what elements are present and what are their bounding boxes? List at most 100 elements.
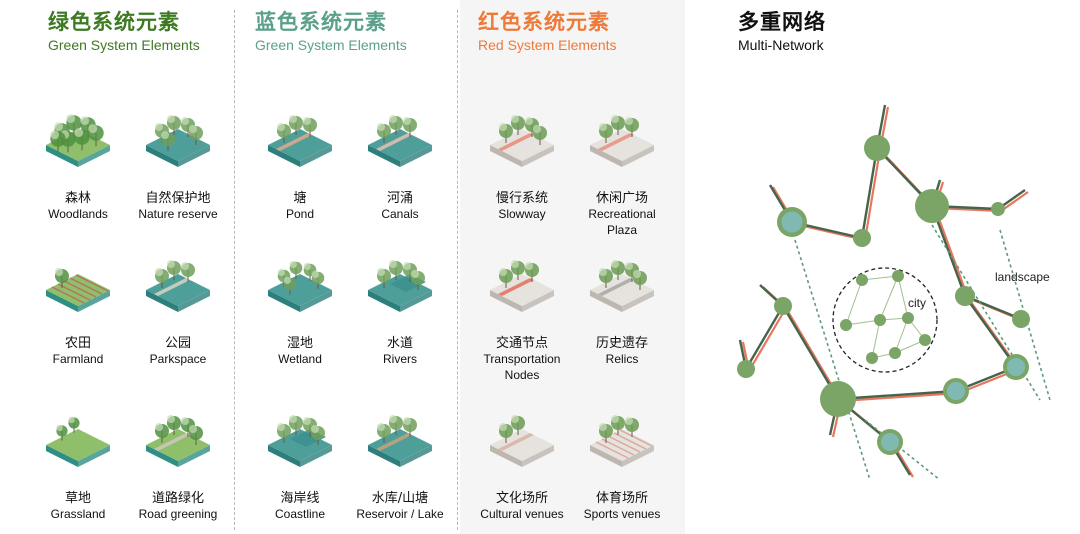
grassland-icon xyxy=(46,416,110,467)
green-system-title-cn: 绿色系统元素 xyxy=(48,10,180,34)
item-label-cn: 河涌 xyxy=(386,191,413,206)
item-label-cn: 塘 xyxy=(293,191,307,206)
red-system-title-en: Red System Elements xyxy=(478,37,617,53)
item-label-en: Sports venues xyxy=(583,507,661,521)
wetland-icon xyxy=(268,260,332,312)
item-label-en: Farmland xyxy=(52,352,104,366)
item-label-en: Coastline xyxy=(274,507,326,521)
city-boundary xyxy=(832,267,938,373)
item-label-cn: 海岸线 xyxy=(280,491,320,506)
item-label-cn: 草地 xyxy=(64,491,91,506)
item-label-en: Transportation Nodes xyxy=(483,352,561,382)
farmland-icon xyxy=(46,268,110,312)
city-node xyxy=(874,314,886,326)
item-label-cn: 慢行系统 xyxy=(495,191,548,206)
slowway-icon xyxy=(490,115,554,167)
item-label-cn: 历史遗存 xyxy=(595,336,648,351)
item-label-cn: 体育场所 xyxy=(595,491,648,506)
network-node xyxy=(991,202,1005,216)
item-label-cn: 公园 xyxy=(164,336,191,351)
city-node xyxy=(892,270,904,282)
multi-network-column: 多重网络 Multi-Network city landscape xyxy=(700,0,1080,534)
city-node xyxy=(902,312,914,324)
network-node xyxy=(1012,310,1030,328)
item-label-en: Pond xyxy=(285,207,315,221)
landscape-label: landscape xyxy=(995,270,1050,284)
city-label: city xyxy=(908,296,926,310)
park-icon xyxy=(146,260,210,312)
pond-icon xyxy=(268,115,332,167)
item-label-en: Recreational Plaza xyxy=(588,207,656,237)
sports-venue-icon xyxy=(590,415,654,467)
item-label-en: Woodlands xyxy=(48,207,108,221)
item-label-en: Wetland xyxy=(278,352,322,366)
coastline-icon xyxy=(268,415,332,467)
network-link xyxy=(744,305,785,370)
item-label-en: Rivers xyxy=(382,352,417,366)
network-node xyxy=(820,381,856,417)
item-label-en: Road greening xyxy=(138,507,218,521)
green-system-title-en: Green System Elements xyxy=(48,37,200,53)
multi-network-diagram xyxy=(737,104,1051,481)
item-label-cn: 自然保护地 xyxy=(145,191,211,206)
item-label-cn: 休闲广场 xyxy=(595,191,648,206)
blue-system-title-cn: 蓝色系统元素 xyxy=(255,10,387,34)
item-label-cn: 水库/山塘 xyxy=(371,491,429,506)
item-label-en: Nature reserve xyxy=(138,207,218,221)
item-label-cn: 森林 xyxy=(64,191,91,206)
network-link xyxy=(860,147,879,239)
city-node xyxy=(840,319,852,331)
forest-icon xyxy=(46,114,110,167)
network-link xyxy=(964,295,1017,368)
item-label-cn: 水道 xyxy=(386,336,413,351)
network-node xyxy=(915,189,949,223)
divider-blue-red xyxy=(457,10,458,530)
item-label-cn: 湿地 xyxy=(286,336,313,351)
item-label-en: Cultural venues xyxy=(480,507,564,521)
item-label-en: Parkspace xyxy=(149,352,207,366)
item-label-en: Relics xyxy=(605,352,639,366)
multi-network-title-en: Multi-Network xyxy=(738,37,824,53)
item-label-cn: 农田 xyxy=(64,336,91,351)
canal-icon xyxy=(368,115,432,167)
city-node xyxy=(889,347,901,359)
network-node xyxy=(737,360,755,378)
item-label-cn: 文化场所 xyxy=(495,491,548,506)
item-label-en: Grassland xyxy=(50,507,106,521)
river-icon xyxy=(368,260,432,312)
city-node xyxy=(866,352,878,364)
blue-system-title-en: Green System Elements xyxy=(255,37,407,53)
item-label-cn: 道路绿化 xyxy=(151,491,204,506)
item-label-en: Canals xyxy=(381,207,419,221)
transport-node-icon xyxy=(490,260,554,312)
city-node xyxy=(856,274,868,286)
network-node xyxy=(853,229,871,247)
nature-reserve-icon xyxy=(146,115,210,167)
network-link xyxy=(781,305,840,400)
multi-network-title-cn: 多重网络 xyxy=(738,10,826,34)
cultural-venue-icon xyxy=(490,415,554,467)
plaza-icon xyxy=(590,115,654,167)
divider-green-blue xyxy=(234,10,235,530)
network-node xyxy=(955,286,975,306)
network-node xyxy=(864,135,890,161)
